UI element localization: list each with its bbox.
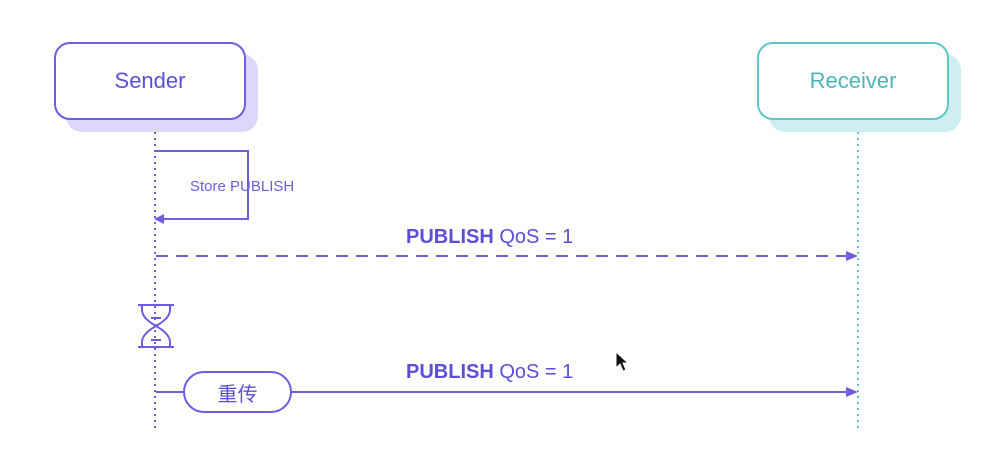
self-message-label: Store PUBLISH <box>190 178 295 195</box>
self-message-arrowhead <box>154 214 164 224</box>
sender-box: Sender <box>54 42 246 120</box>
message-1-label: PUBLISH QoS = 1 <box>406 226 573 249</box>
message-2-bold: PUBLISH <box>406 361 494 383</box>
retry-label: 重传 <box>217 383 258 406</box>
hourglass-icon <box>138 304 174 348</box>
receiver-box: Receiver <box>757 42 949 120</box>
sender-label: Sender <box>114 68 186 93</box>
receiver-label: Receiver <box>809 68 897 93</box>
message-2-label: PUBLISH QoS = 1 <box>406 361 573 384</box>
message-1-arrowhead <box>846 251 858 261</box>
message-2-rest: QoS = 1 <box>493 361 574 383</box>
retry-badge: 重传 <box>183 371 292 413</box>
message-1-bold: PUBLISH <box>406 226 494 248</box>
message-2-arrowhead <box>846 387 858 397</box>
mouse-cursor-icon <box>615 350 630 372</box>
self-message-bracket <box>156 150 249 220</box>
message-1-rest: QoS = 1 <box>493 226 574 248</box>
